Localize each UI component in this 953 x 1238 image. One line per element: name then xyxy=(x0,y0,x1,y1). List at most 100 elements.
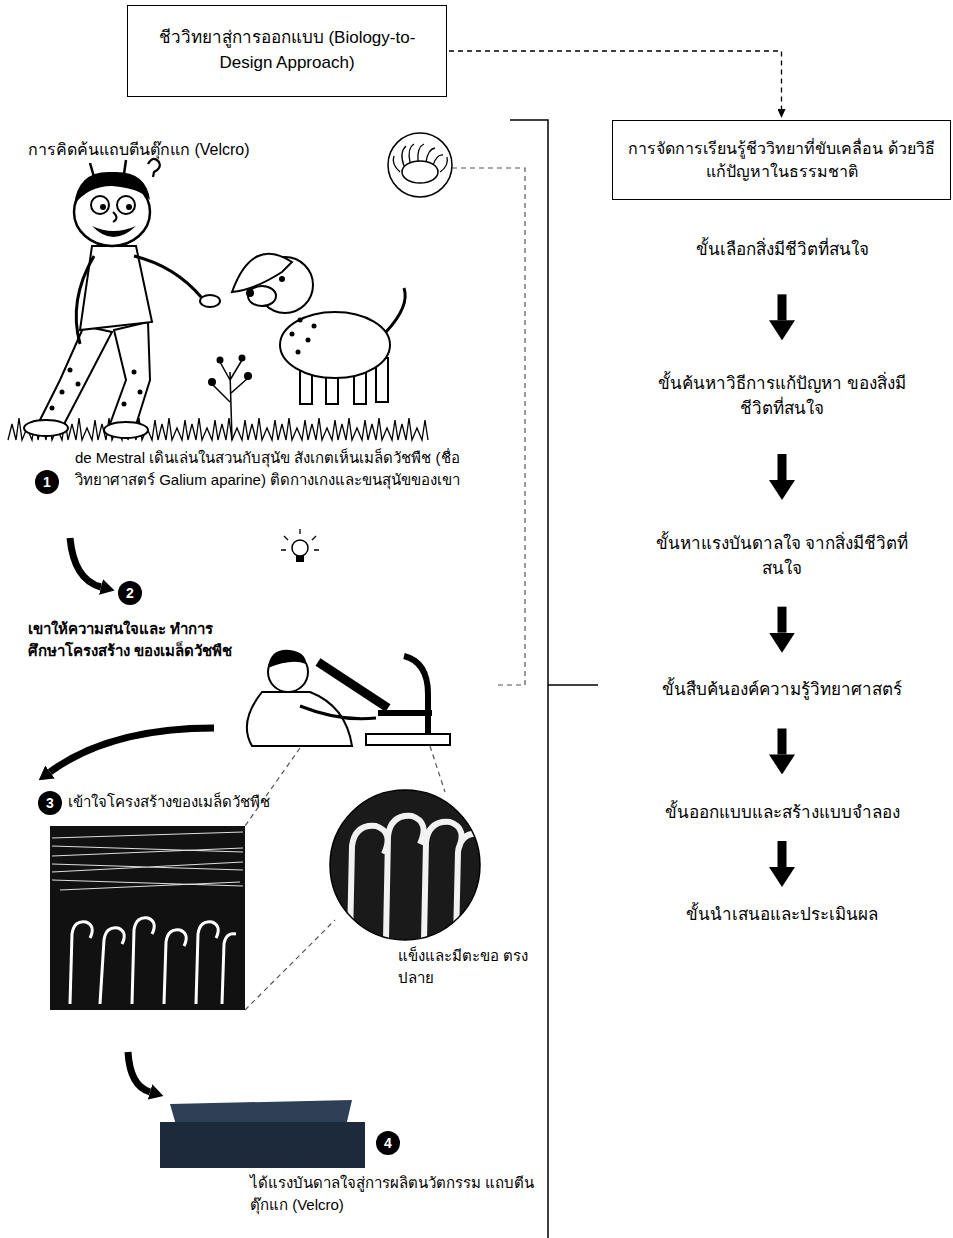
bulb-rays xyxy=(281,529,319,550)
microscope-tube xyxy=(318,662,388,708)
node-text: การจัดการเรียนรู้ชีววิทยาที่ขับเคลื่อน ด… xyxy=(625,137,938,183)
light-bulb xyxy=(292,540,308,556)
bulb-base xyxy=(296,556,304,562)
man-hand xyxy=(200,295,220,307)
microscope-base xyxy=(366,734,450,745)
surprise-mark xyxy=(148,159,160,177)
zoom-line xyxy=(245,748,300,826)
man-mouth xyxy=(92,226,136,237)
flow-arrow xyxy=(778,841,787,867)
step-text: ขั้นค้นหาวิธีการแก้ปัญหา ของสิ่งมีชีวิตท… xyxy=(651,370,913,423)
seed-hooks xyxy=(393,144,447,172)
seed-dot xyxy=(138,390,143,395)
sem-image xyxy=(50,826,245,1010)
sem-hooks xyxy=(350,816,478,940)
dog-ear xyxy=(232,254,292,292)
zoom-line xyxy=(452,168,525,685)
node-text: ขั้นนำเสนอและประเมินผล xyxy=(686,903,878,928)
grass xyxy=(8,418,428,440)
step-text: ขั้นออกแบบและสร้างแบบจำลอง xyxy=(661,799,904,828)
step-text: ขั้นสืบค้นองค์ความรู้วิทยาศาสตร์ xyxy=(658,676,906,705)
man-hair xyxy=(74,172,150,205)
flow-arrow xyxy=(778,294,787,320)
man-arm xyxy=(76,256,94,344)
note-text: แข็งและมีตะขอ ตรงปลาย xyxy=(398,945,533,989)
man-pupil xyxy=(100,204,106,210)
callout-number: 1 xyxy=(35,470,59,494)
zoom-line xyxy=(245,920,335,1010)
step-text: ขั้นเลือกสิ่งมีชีวิตที่สนใจ xyxy=(692,236,873,265)
sem-closeup xyxy=(330,790,480,940)
man-arm xyxy=(134,256,202,298)
node-text: 4 xyxy=(384,1136,392,1150)
scientist-figure xyxy=(247,650,450,746)
scientist-body xyxy=(247,692,352,746)
weed-stem xyxy=(212,360,248,440)
man-eye xyxy=(91,196,109,214)
seed-closeup xyxy=(388,133,452,197)
seed-dot xyxy=(68,368,73,373)
process-box: การจัดการเรียนรู้ชีววิทยาที่ขับเคลื่อน ด… xyxy=(612,120,951,200)
flow-arrow xyxy=(778,454,787,480)
dog-tail xyxy=(386,288,405,332)
sem-outline xyxy=(330,790,480,940)
man-figure xyxy=(24,159,220,438)
microscope-stage xyxy=(378,710,432,716)
curved-arrow xyxy=(70,538,101,587)
man-leg xyxy=(110,322,150,428)
dashed-arrow xyxy=(449,51,782,109)
note-text: การคิดค้นแถบตีนตุ๊กแก (Velcro) xyxy=(28,138,388,161)
flow-arrow xyxy=(778,607,787,633)
bracket-tick xyxy=(548,684,598,686)
note-text: เข้าใจโครงสร้างของเมล็ดวัชพืช xyxy=(68,791,323,813)
sem-fibers xyxy=(52,832,243,890)
step-text: ขั้นนำเสนอและประเมินผล xyxy=(682,901,882,930)
seed-dot xyxy=(50,406,55,411)
man-eye xyxy=(117,196,135,214)
man-pupil xyxy=(126,204,132,210)
man-shoe xyxy=(104,422,148,438)
note-text: ได้แรงบันดาลใจสู่การผลิตนวัตกรรม แถบตีนต… xyxy=(250,1172,540,1216)
seed-dot xyxy=(76,382,81,387)
seed-dot xyxy=(132,370,137,375)
callout-number: 3 xyxy=(38,791,62,815)
step-text: ขั้นหาแรงบันดาลใจ จากสิ่งมีชีวิตที่สนใจ xyxy=(651,530,913,583)
dog-body xyxy=(280,312,390,378)
seed-dot xyxy=(296,350,301,355)
node-text: ขั้นค้นหาวิธีการแก้ปัญหา ของสิ่งมีชีวิตท… xyxy=(655,372,909,421)
note-text: de Mestral เดินเล่นในสวนกับสุนัข สังเกตเ… xyxy=(75,447,500,491)
node-text: 2 xyxy=(126,586,134,600)
seed-dot xyxy=(298,318,303,323)
bracket-line xyxy=(510,120,548,1238)
weed-flower xyxy=(244,372,252,380)
callout-number: 4 xyxy=(376,1131,400,1155)
seed-dot xyxy=(290,332,295,337)
seed-dot xyxy=(60,390,65,395)
dog-nose xyxy=(246,289,254,297)
surprise-mark xyxy=(124,160,126,174)
node-text: 1 xyxy=(43,475,51,489)
weed-flower xyxy=(217,357,224,364)
seed-dot xyxy=(122,402,127,407)
weed-flower xyxy=(239,355,246,362)
dog-figure xyxy=(232,254,405,404)
scientist-arm xyxy=(300,706,376,719)
note-text: เขาให้ความสนใจและ ทำการศึกษาโครงสร้าง ขอ… xyxy=(28,618,238,662)
node-text: ขั้นสืบค้นองค์ความรู้วิทยาศาสตร์ xyxy=(662,678,902,703)
callout-number: 2 xyxy=(118,581,142,605)
weed-flower xyxy=(208,378,216,386)
sem-hooks xyxy=(70,918,236,1004)
flow-arrow xyxy=(778,728,787,754)
man-leg xyxy=(40,326,112,428)
seed-dot xyxy=(306,338,311,343)
man-shoe xyxy=(24,420,68,436)
node-text: ขั้นออกแบบและสร้างแบบจำลอง xyxy=(665,801,900,826)
velcro-strip xyxy=(160,1122,365,1168)
node-text: ขั้นหาแรงบันดาลใจ จากสิ่งมีชีวิตที่สนใจ xyxy=(655,532,909,581)
curved-arrow xyxy=(50,728,214,772)
man-nose xyxy=(113,212,117,222)
node-text: 3 xyxy=(46,796,54,810)
node-text: ขั้นเลือกสิ่งมีชีวิตที่สนใจ xyxy=(696,238,869,263)
seed-dot xyxy=(312,324,317,329)
scientist-hair xyxy=(268,650,306,668)
